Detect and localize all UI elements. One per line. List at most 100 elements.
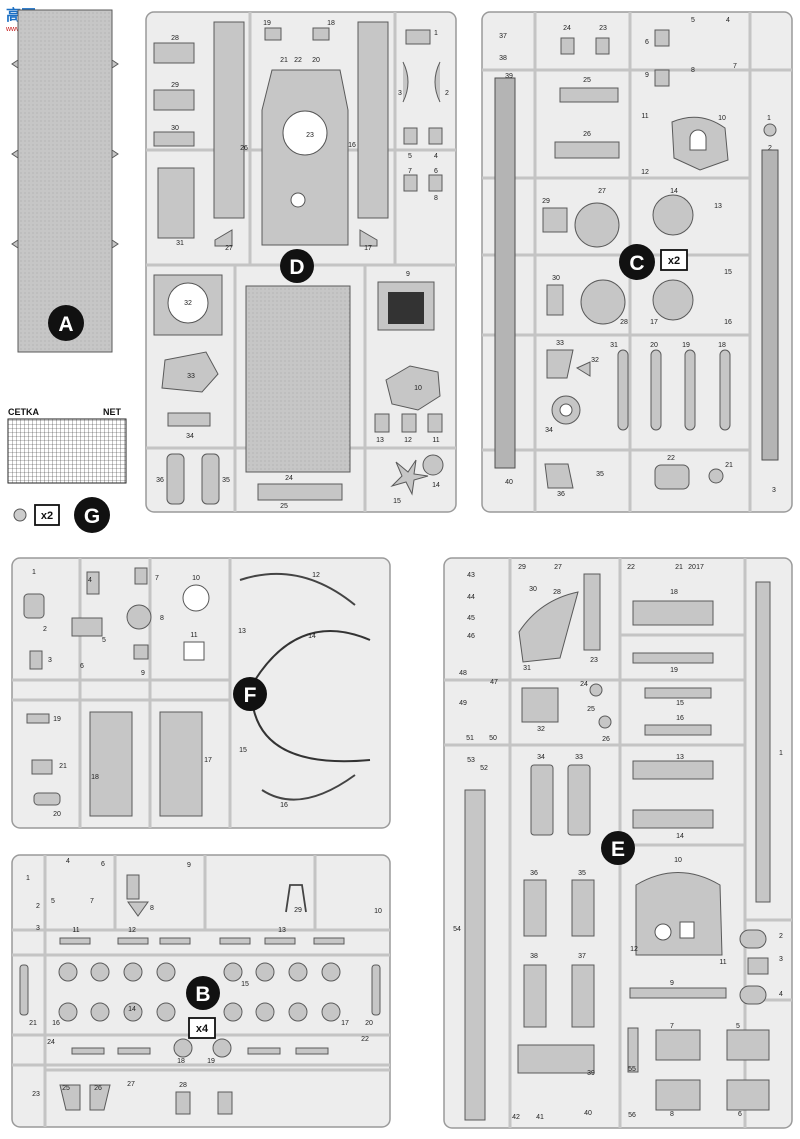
part-b-11b: [159, 937, 191, 945]
part-b-12b: [71, 1047, 105, 1055]
part-number-e-3: 3: [779, 956, 783, 963]
part-number-c-15: 15: [724, 269, 732, 276]
part-d-18: [312, 27, 330, 41]
sprue-f-badge: [233, 677, 267, 711]
mesh-grid-lines: [8, 419, 126, 483]
part-b-13b: [117, 1047, 151, 1055]
part-number-b-26: 26: [94, 1085, 102, 1092]
part-d-30: [153, 131, 195, 147]
part-e-7: [655, 1029, 701, 1061]
part-c-18: [719, 349, 731, 431]
part-number-e-2: 2: [779, 933, 783, 940]
mesh-ball-icon: [13, 508, 27, 522]
part-number-e-19: 19: [670, 667, 678, 674]
part-f-14-frame: [251, 630, 371, 763]
part-d-26: [213, 21, 245, 219]
part-number-e-35: 35: [578, 870, 586, 877]
part-number-b-16: 16: [52, 1020, 60, 1027]
part-d-35: [201, 453, 220, 505]
part-number-c-3: 3: [772, 487, 776, 494]
part-c-10-cutout: [689, 129, 707, 151]
part-f-17: [159, 711, 203, 817]
road-wheel-11: [156, 1002, 176, 1022]
part-d-11: [427, 413, 443, 433]
part-number-f-5: 5: [102, 637, 106, 644]
part-number-e-14: 14: [676, 833, 684, 840]
part-d-31: [157, 167, 195, 239]
part-f-21: [31, 759, 53, 775]
sprue-e-letter: E: [611, 838, 625, 861]
part-number-e-12: 12: [630, 946, 638, 953]
road-wheel-8: [58, 1002, 78, 1022]
part-number-c-23: 23: [599, 25, 607, 32]
part-number-d-6: 6: [434, 168, 438, 175]
part-d-36: [166, 453, 185, 505]
part-number-d-29: 29: [171, 82, 179, 89]
part-number-e-13: 13: [676, 754, 684, 761]
road-wheel-0: [58, 962, 78, 982]
part-number-c-25: 25: [583, 77, 591, 84]
part-number-c-24: 24: [563, 25, 571, 32]
part-e-34: [530, 764, 554, 836]
sprue-b: B x4: [11, 854, 391, 1128]
part-number-e-42: 42: [512, 1114, 520, 1121]
part-number-f-13: 13: [238, 628, 246, 635]
part-number-e-25: 25: [587, 706, 595, 713]
part-number-c-38: 38: [499, 55, 507, 62]
part-d-23-hull: [261, 69, 349, 246]
part-number-b-18: 18: [177, 1058, 185, 1065]
part-f-8: [126, 604, 152, 630]
part-number-e-55: 55: [628, 1066, 636, 1073]
part-d-7: [403, 174, 418, 192]
part-number-e-43: 43: [467, 572, 475, 579]
sprue-a-letter: A: [58, 313, 73, 336]
part-number-e-26: 26: [602, 736, 610, 743]
road-wheel-16: [173, 1038, 193, 1058]
sprue-b-badge: [186, 976, 220, 1010]
part-c-22: [654, 464, 690, 490]
part-number-d-25: 25: [280, 503, 288, 510]
part-f-16-wire: [261, 774, 356, 801]
sprue-c-badge: [619, 244, 655, 280]
part-d-34: [167, 412, 211, 427]
part-number-b-11: 11: [72, 927, 79, 934]
road-wheel-12: [223, 1002, 243, 1022]
part-number-e-33: 33: [575, 754, 583, 761]
part-number-e-41: 41: [536, 1114, 544, 1121]
part-number-d-33: 33: [187, 373, 195, 380]
mesh-label-left: CETKA: [8, 407, 39, 417]
part-number-e-17: 17: [696, 564, 704, 571]
part-number-e-56: 56: [628, 1112, 636, 1119]
part-number-f-21: 21: [59, 763, 67, 770]
part-number-d-21: 21: [280, 57, 288, 64]
part-d-15: [390, 459, 429, 496]
mesh-label-right: NET: [103, 407, 122, 417]
part-number-e-27: 27: [554, 564, 562, 571]
part-number-d-1: 1: [434, 30, 438, 37]
part-number-b-14: 14: [128, 1006, 136, 1013]
part-e-55: [627, 1027, 639, 1073]
part-d-14: [422, 454, 444, 476]
part-number-c-18: 18: [718, 342, 726, 349]
part-c-31: [617, 349, 629, 431]
part-number-e-40: 40: [584, 1110, 592, 1117]
part-c-21: [708, 468, 724, 484]
part-f-2: [23, 593, 45, 619]
part-number-b-22: 22: [361, 1036, 369, 1043]
sprue-g-badge: [74, 497, 110, 533]
hull-floor-texture: [18, 10, 112, 352]
part-e-18: [632, 600, 714, 626]
part-c-23: [595, 37, 610, 55]
part-b-26: [89, 1084, 111, 1111]
part-number-c-37: 37: [499, 33, 507, 40]
sprue-f-runners: [12, 558, 232, 828]
part-e-2: [739, 929, 767, 949]
part-number-e-36: 36: [530, 870, 538, 877]
part-number-b-17: 17: [341, 1020, 349, 1027]
part-number-d-11: 11: [432, 437, 439, 444]
part-b-12c: [247, 1047, 281, 1055]
part-c-20: [650, 349, 662, 431]
road-wheel-14: [288, 1002, 308, 1022]
part-number-e-6: 6: [738, 1111, 742, 1118]
part-e-54: [464, 789, 486, 1121]
